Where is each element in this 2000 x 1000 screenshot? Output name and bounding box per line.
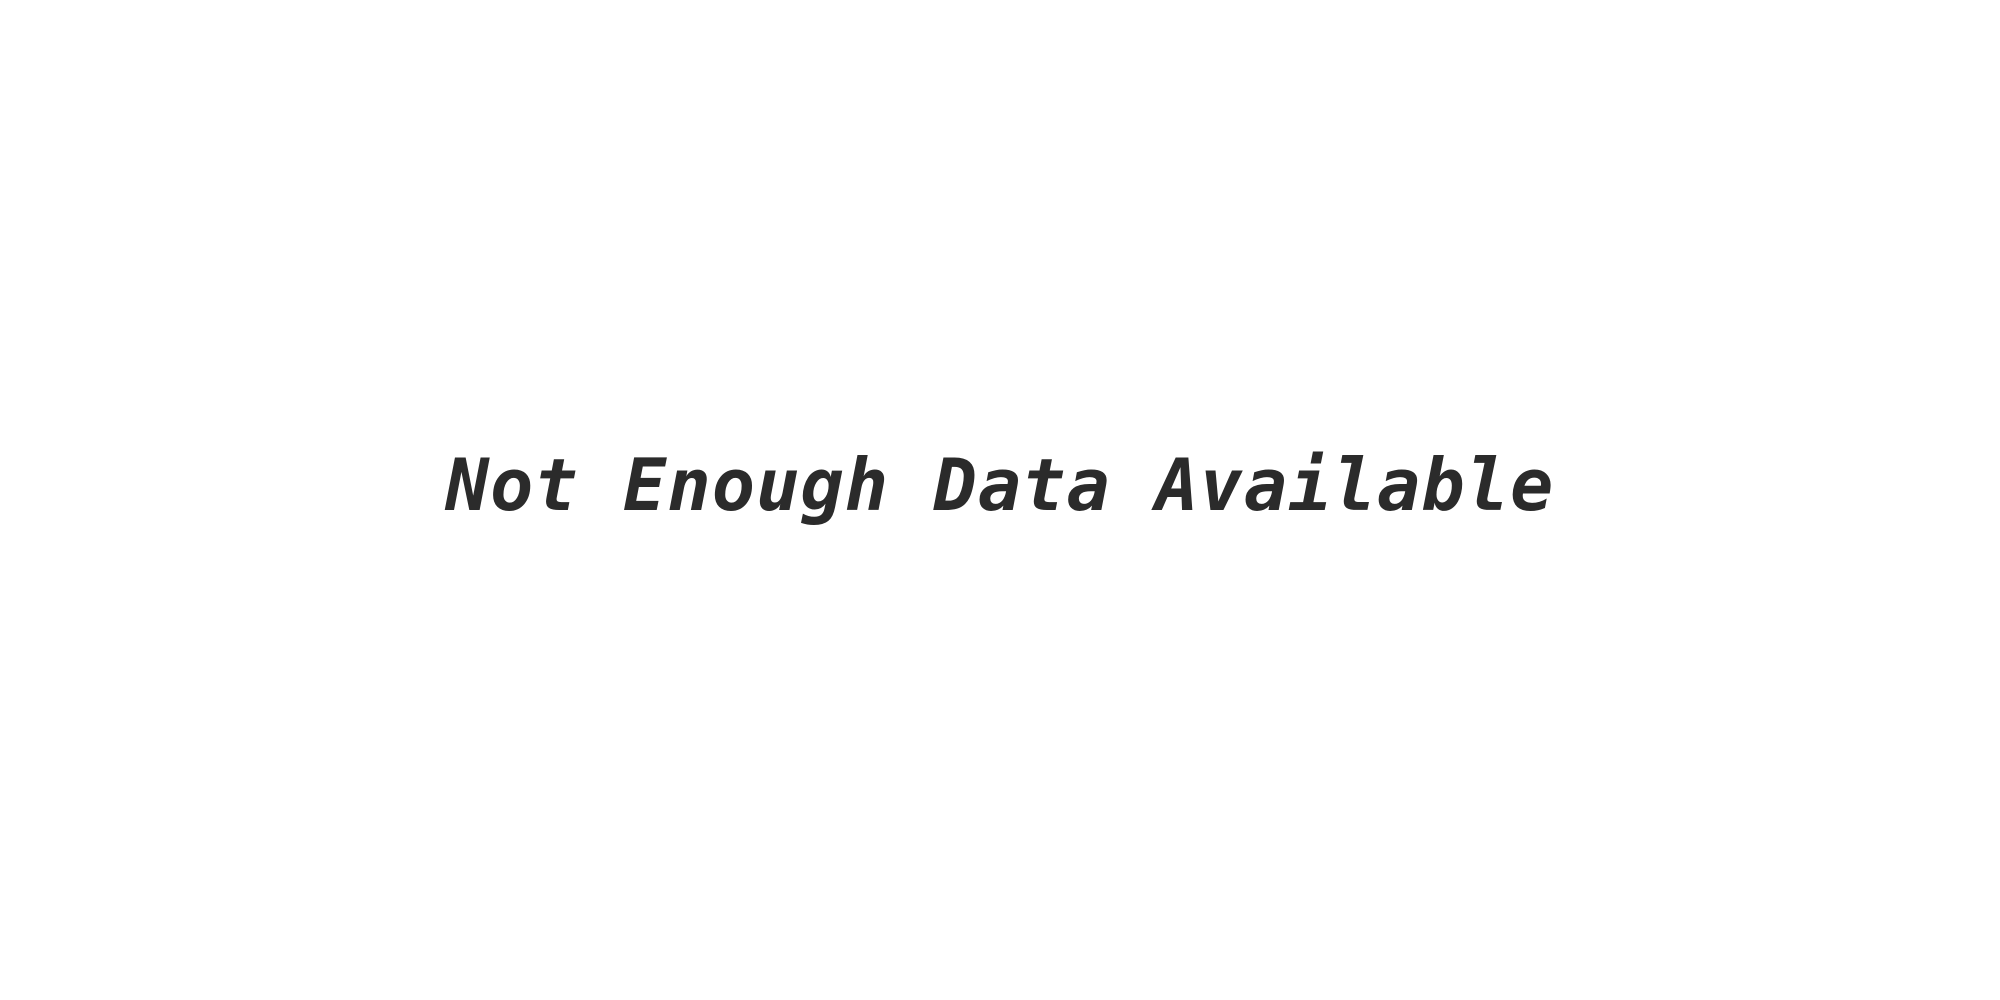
empty-state-canvas: Not Enough Data Available [445,443,1555,527]
no-data-message: Not Enough Data Available [445,443,1555,527]
